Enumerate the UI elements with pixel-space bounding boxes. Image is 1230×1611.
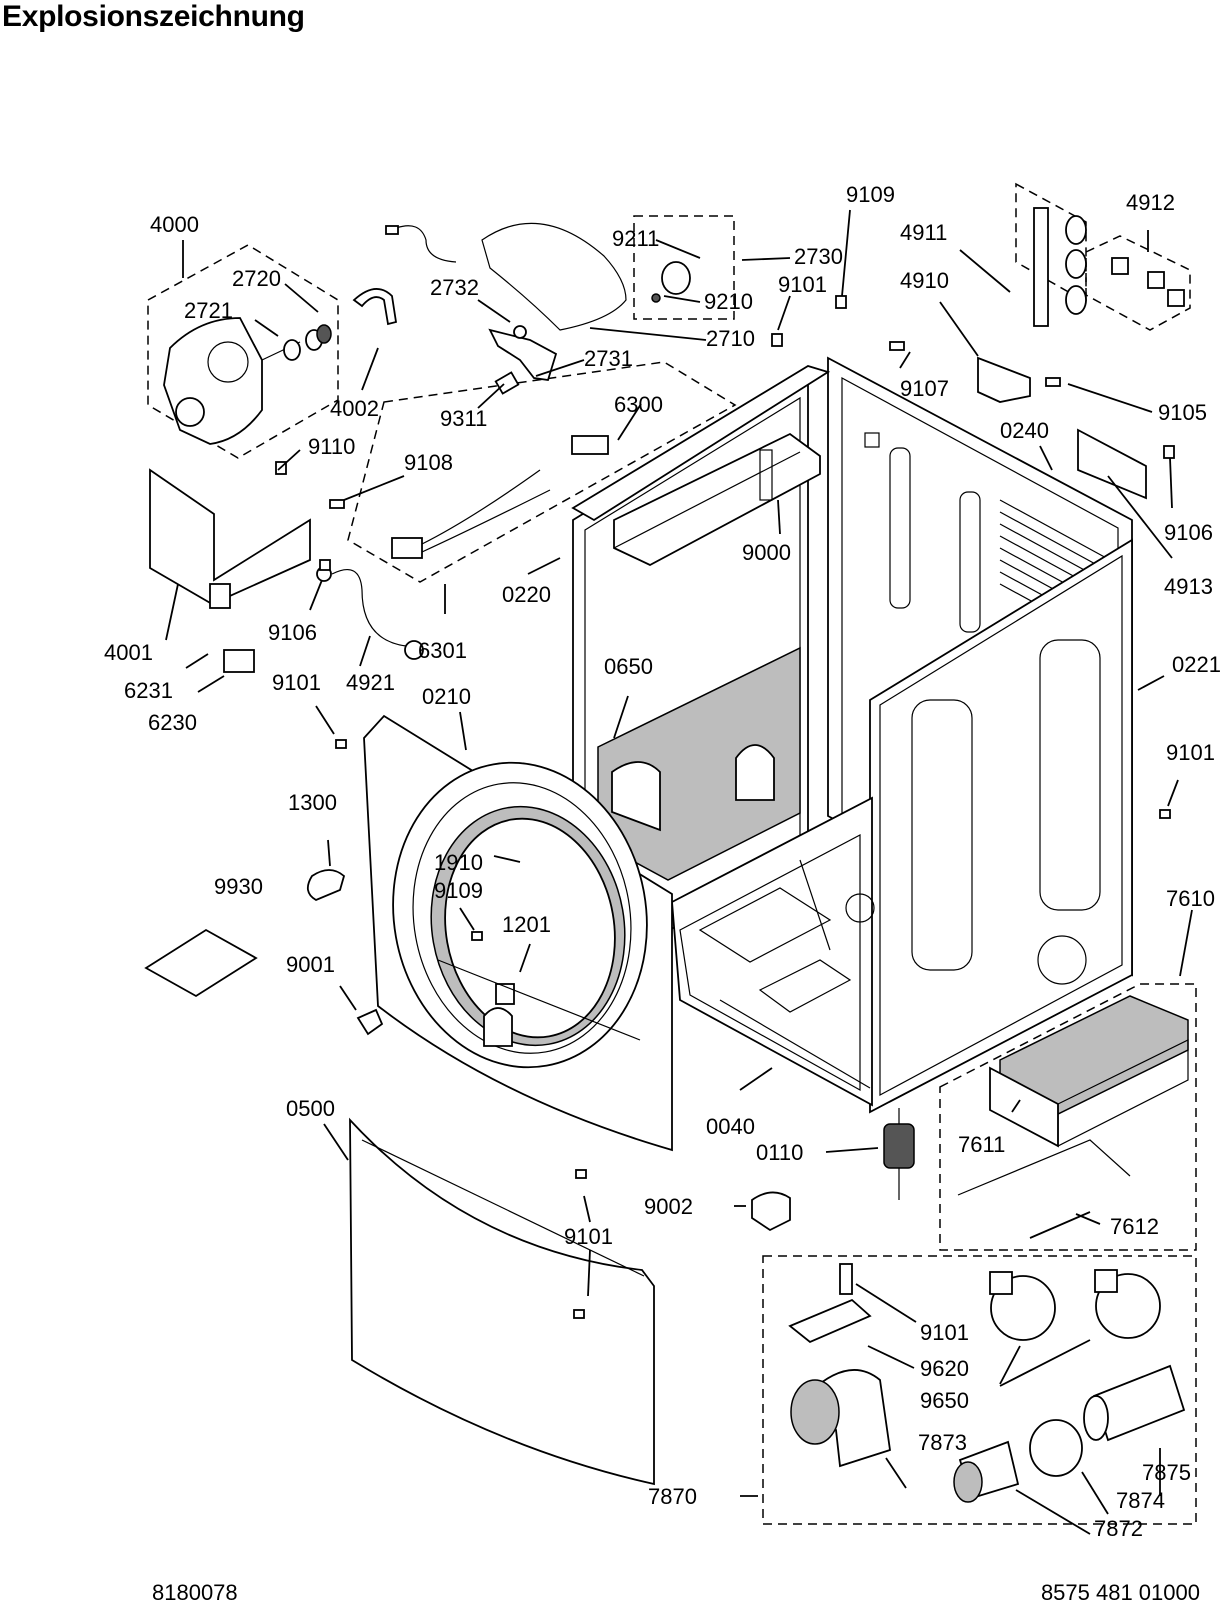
callout-6300: 6300 [614, 392, 663, 417]
callout-0040: 0040 [706, 1114, 755, 1139]
callout-9211: 9211 [612, 226, 659, 251]
callout-9107: 9107 [900, 376, 949, 401]
callout-7875: 7875 [1142, 1460, 1191, 1485]
callout-9101-right: 9101 [1166, 740, 1215, 765]
callout-1300: 1300 [288, 790, 337, 815]
callout-4913: 4913 [1164, 574, 1213, 599]
small-parts [144, 295, 1175, 1319]
callout-7611: 7611 [958, 1132, 1005, 1157]
rack-9930 [144, 928, 258, 998]
callout-0210: 0210 [422, 684, 471, 709]
lint-filter-group-box [939, 983, 1197, 1251]
callout-9311: 9311 [440, 406, 487, 431]
motor-mount [149, 468, 311, 606]
callout-9001: 9001 [286, 952, 335, 977]
callout-2720: 2720 [232, 266, 281, 291]
callout-9002: 9002 [644, 1194, 693, 1219]
callout-9110: 9110 [308, 434, 355, 459]
exhaust-kit-group-box [762, 1255, 1197, 1525]
front-panel [363, 714, 673, 1152]
callout-7873: 7873 [918, 1430, 967, 1455]
callout-9105: 9105 [1158, 400, 1207, 425]
callout-9000: 9000 [742, 540, 791, 565]
callout-0500: 0500 [286, 1096, 335, 1121]
callout-9650: 9650 [920, 1388, 969, 1413]
cabinet [571, 356, 1133, 1200]
callout-4911: 4911 [900, 220, 947, 245]
callout-7610: 7610 [1166, 886, 1215, 911]
callout-2730: 2730 [794, 244, 843, 269]
callout-9210: 9210 [704, 289, 753, 314]
callout-0240: 0240 [1000, 418, 1049, 443]
toe-panel [349, 1117, 655, 1486]
cover-plate [788, 1298, 872, 1344]
callout-9101-top: 9101 [778, 272, 827, 297]
callout-0110: 0110 [756, 1140, 803, 1165]
harness-group-box [347, 361, 737, 583]
pulley-group-box [633, 215, 735, 320]
footer-left-code: 8180078 [152, 1580, 238, 1605]
callout-6230: 6230 [148, 710, 197, 735]
callout-4002: 4002 [330, 396, 379, 421]
callout-9109-mid: 9109 [434, 878, 483, 903]
callout-2710: 2710 [706, 326, 755, 351]
motor [163, 317, 263, 445]
callout-9930: 9930 [214, 874, 263, 899]
callout-9101-lower: 9101 [564, 1224, 613, 1249]
callout-0650: 0650 [604, 654, 653, 679]
callout-1201: 1201 [502, 912, 551, 937]
callout-7872: 7872 [1094, 1516, 1143, 1541]
upper-right-parts [977, 207, 1185, 500]
terminal-caps-box [1085, 235, 1191, 331]
callout-9106-right: 9106 [1164, 520, 1213, 545]
callout-labels: 4000 2720 2721 4002 2732 9211 2730 9210 … [104, 182, 1221, 1541]
base-pan [671, 796, 873, 1107]
clip-1300 [306, 869, 346, 902]
callout-6231: 6231 [124, 678, 173, 703]
thermostat-bracket [977, 356, 1031, 403]
terminal-block-box [1015, 182, 1087, 304]
callout-6301: 6301 [418, 638, 467, 663]
callout-0220: 0220 [502, 582, 551, 607]
callout-9101-kit: 9101 [920, 1320, 969, 1345]
callout-7612: 7612 [1110, 1214, 1159, 1239]
sensor-plate [1077, 428, 1147, 500]
callout-9109-top: 9109 [846, 182, 895, 207]
leader-lines [165, 209, 1193, 1535]
clip-9002 [751, 1191, 791, 1232]
clip-9001 [356, 1008, 384, 1036]
motor-parts [149, 222, 691, 673]
exhaust-kit [788, 1263, 1186, 1503]
footer-right-code: 8575 481 01000 [1040, 1580, 1200, 1605]
callout-4910: 4910 [900, 268, 949, 293]
leveling-foot [883, 1108, 915, 1200]
lint-filter [957, 995, 1189, 1239]
callout-7874: 7874 [1116, 1488, 1165, 1513]
callout-0221: 0221 [1172, 652, 1221, 677]
callout-2721: 2721 [184, 298, 233, 323]
callout-2731: 2731 [584, 346, 633, 371]
page-title: Explosionszeichnung [2, 0, 305, 33]
callout-9108: 9108 [404, 450, 453, 475]
callout-4000: 4000 [150, 212, 199, 237]
callout-4001: 4001 [104, 640, 153, 665]
callout-9620: 9620 [920, 1356, 969, 1381]
callout-9101-left: 9101 [272, 670, 321, 695]
motor-group-box [147, 244, 339, 459]
callout-2732: 2732 [430, 275, 479, 300]
callout-9106-left: 9106 [268, 620, 317, 645]
callout-1910: 1910 [434, 850, 483, 875]
callout-7870: 7870 [648, 1484, 697, 1509]
callout-4921: 4921 [346, 670, 395, 695]
callout-4912: 4912 [1126, 190, 1175, 215]
